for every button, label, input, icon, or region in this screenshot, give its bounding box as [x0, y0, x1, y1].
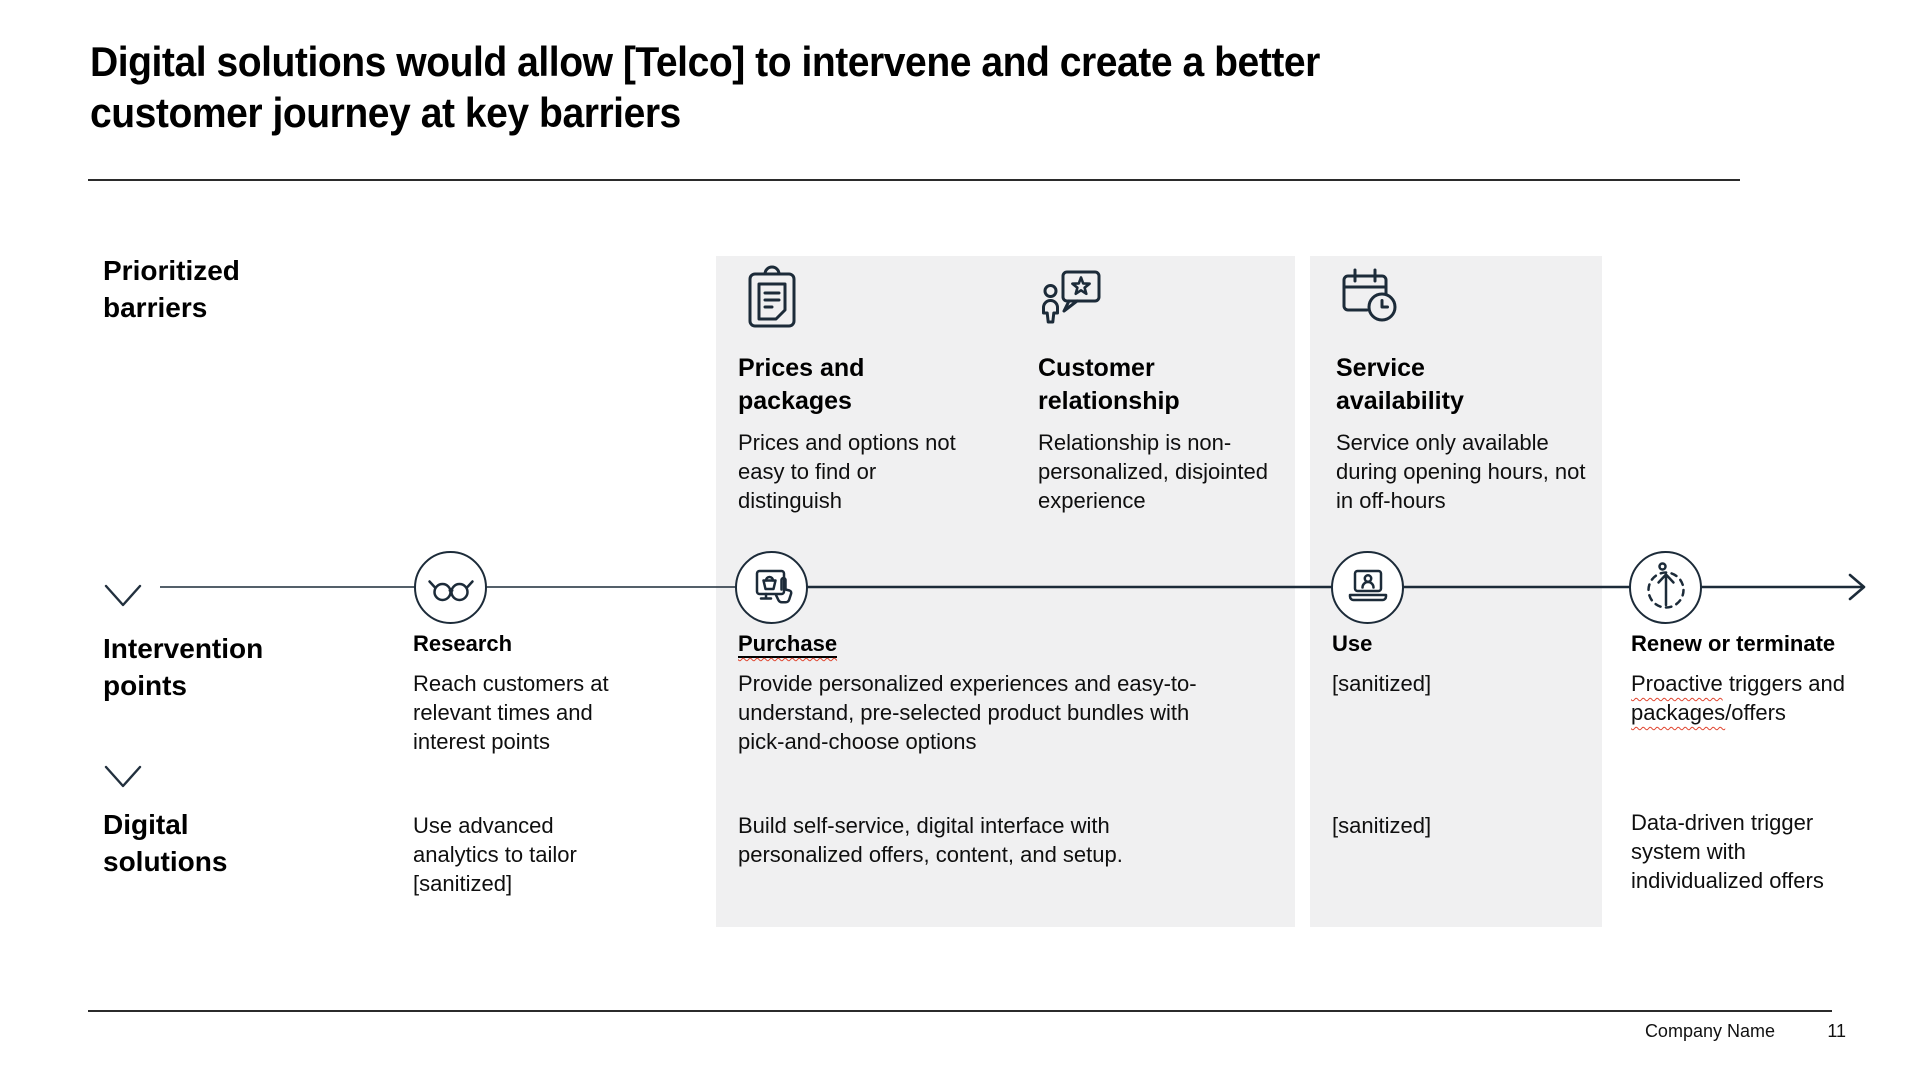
- solution-text-renew: Data-driven trigger system with individu…: [1631, 810, 1824, 893]
- stage-label-research: Research: [413, 631, 513, 656]
- online-purchase-icon: [735, 551, 808, 624]
- barrier-desc: Relationship is non-personalized, disjoi…: [1038, 430, 1268, 513]
- barrier-title: Service availability: [1336, 354, 1464, 415]
- laptop-user-icon: [1331, 551, 1404, 624]
- barrier-desc: Service only available during opening ho…: [1336, 430, 1586, 513]
- barrier-title: Customer relationship: [1038, 354, 1180, 415]
- footer-page-number: 11: [1827, 1021, 1846, 1041]
- person-feedback-star-icon: [1038, 265, 1106, 333]
- footer-company-name: Company Name: [1644, 1021, 1775, 1041]
- footer-divider: [88, 1010, 1832, 1012]
- slide-title-line-1: Digital solutions would allow [Telco] to…: [90, 38, 1320, 85]
- intervention-text-purchase: Provide personalized experiences and eas…: [738, 671, 1197, 754]
- stage-label-renew-or-terminate: Renew or terminate: [1631, 631, 1836, 656]
- journey-timeline-arrow: [160, 573, 1866, 601]
- solution-text-use: [sanitized]: [1332, 813, 1432, 838]
- prioritized-barriers-label: Prioritized barriers: [103, 255, 240, 323]
- clipboard-document-icon: [738, 265, 806, 333]
- glasses-icon: [414, 551, 487, 624]
- highlight-panel-purchase: [716, 256, 1295, 927]
- slide-title-line-2: customer journey at key barriers: [90, 89, 681, 136]
- chevron-down-icon: [103, 763, 143, 791]
- solution-text-research: Use advanced analytics to tailor [saniti…: [413, 813, 577, 896]
- chevron-down-icon: [103, 582, 143, 610]
- slide-title: Digital solutions would allow [Telco] to…: [90, 36, 1320, 138]
- growth-arrow-cycle-icon: [1629, 551, 1702, 624]
- stage-label-purchase: Purchase: [738, 630, 838, 659]
- title-divider: [88, 179, 1740, 181]
- intervention-points-label: Intervention points: [103, 633, 264, 701]
- intervention-text-research: Reach customers at relevant times and in…: [413, 671, 609, 754]
- barrier-title: Prices and packages: [738, 354, 865, 415]
- barrier-desc: Prices and options not easy to find or d…: [738, 430, 956, 513]
- digital-solutions-label: Digital solutions: [103, 809, 228, 877]
- intervention-text-use: [sanitized]: [1332, 671, 1432, 696]
- solution-text-purchase: Build self-service, digital interface wi…: [738, 813, 1123, 867]
- stage-label-use: Use: [1332, 631, 1373, 656]
- calendar-clock-icon: [1336, 261, 1404, 329]
- intervention-text-renew: Proactive triggers and packages/offers: [1631, 671, 1846, 725]
